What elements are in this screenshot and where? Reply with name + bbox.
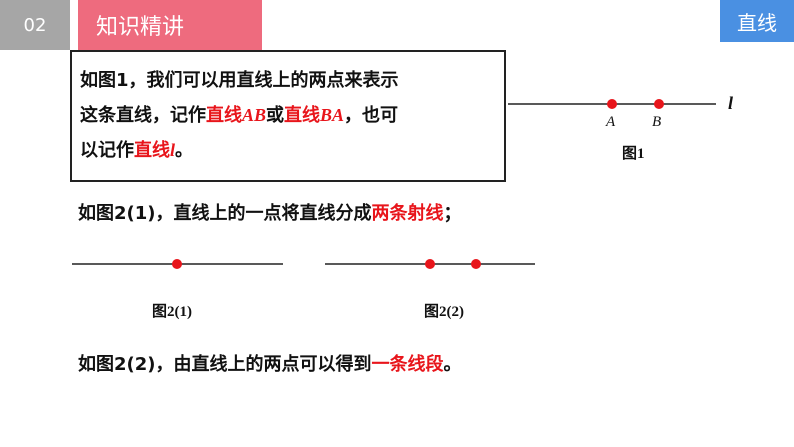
- figure1-caption: 图1: [622, 146, 645, 162]
- notation-ba: BA: [320, 105, 345, 125]
- definition-text: 或: [266, 105, 285, 126]
- section-number: 02: [23, 14, 47, 36]
- section-title-bar: 知识精讲: [78, 0, 262, 50]
- rays-text: 如图2(1)，直线上的一点将直线分成: [78, 203, 372, 224]
- definition-line-3: 以记作直线l。: [80, 133, 504, 168]
- section-title: 知识精讲: [96, 15, 185, 40]
- topic-tag: 直线: [720, 0, 794, 42]
- segment-text: 如图2(2)，由直线上的两点可以得到: [78, 354, 372, 375]
- definition-text: 。: [175, 140, 194, 161]
- definition-line-1-text: 如图1，我们可以用直线上的两点来表示: [80, 70, 399, 91]
- segment-punct: 。: [443, 354, 462, 375]
- figure2-1-point: [172, 259, 182, 269]
- definition-box: 如图1，我们可以用直线上的两点来表示 这条直线，记作直线AB或直线BA，也可 以…: [70, 50, 506, 182]
- notation-l: l: [170, 140, 176, 160]
- highlight-term: 直线: [284, 105, 321, 126]
- figure1-point-b: [654, 99, 664, 109]
- figure1-label-b: B: [652, 114, 662, 130]
- topic-tag-label: 直线: [737, 10, 777, 35]
- segment-statement: 如图2(2)，由直线上的两点可以得到一条线段。: [78, 348, 462, 382]
- section-number-badge: 02: [0, 0, 70, 50]
- rays-statement: 如图2(1)，直线上的一点将直线分成两条射线；: [78, 197, 462, 231]
- definition-text: 以记作: [80, 140, 134, 161]
- definition-line-2: 这条直线，记作直线AB或直线BA，也可: [80, 98, 504, 133]
- definition-text: 这条直线，记作: [80, 105, 206, 126]
- figure2-2-caption: 图2(2): [424, 304, 464, 320]
- highlight-term: 直线: [134, 140, 170, 161]
- figure2-2-point-1: [425, 259, 435, 269]
- figure1-label-a: A: [606, 114, 616, 130]
- definition-line-1: 如图1，我们可以用直线上的两点来表示: [80, 64, 504, 98]
- segment-highlight: 一条线段: [371, 354, 444, 375]
- highlight-term: 直线: [206, 105, 242, 126]
- definition-text: ，也可: [344, 105, 399, 126]
- rays-highlight: 两条射线: [371, 203, 444, 224]
- figure2-1-caption: 图2(1): [152, 304, 192, 320]
- rays-punct: ；: [443, 203, 462, 224]
- notation-ab: AB: [242, 105, 267, 125]
- figure1-label-l: l: [728, 93, 734, 113]
- figure1-point-a: [607, 99, 617, 109]
- figure2-2-point-2: [471, 259, 481, 269]
